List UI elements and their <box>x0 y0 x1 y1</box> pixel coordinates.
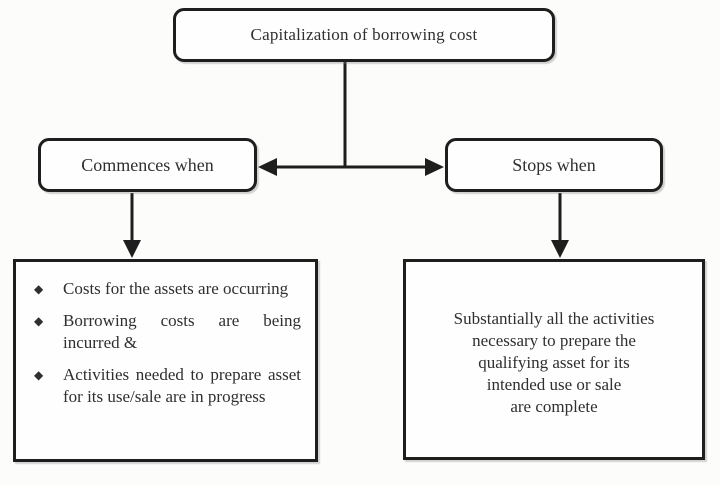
commences-when-label: Commences when <box>81 154 214 175</box>
stops-detail-line: necessary to prepare the <box>472 331 636 350</box>
bullet-text: Activities needed to prepare asset for i… <box>63 365 301 406</box>
bullet-text: Costs for the assets are occurring <box>63 279 289 298</box>
arrowhead-down-left-icon <box>123 240 141 258</box>
stops-detail-line: intended use or sale <box>486 375 622 394</box>
diamond-bullet-icon: ◆ <box>34 314 44 328</box>
arrowhead-right-icon <box>425 158 444 176</box>
list-item: ◆ Borrowing costs are being incurred & <box>34 310 301 354</box>
commences-detail-box: ◆ Costs for the assets are occurring ◆ B… <box>13 259 318 462</box>
stops-detail-box: Substantially all the activities necessa… <box>403 259 705 460</box>
arrowhead-left-icon <box>258 158 277 176</box>
diamond-bullet-icon: ◆ <box>34 282 44 296</box>
stops-when-label: Stops when <box>512 154 596 175</box>
list-item: ◆ Costs for the assets are occurring <box>34 278 301 300</box>
stops-detail-line: are complete <box>510 397 598 416</box>
list-item: ◆ Activities needed to prepare asset for… <box>34 364 301 408</box>
arrowhead-down-right-icon <box>551 240 569 258</box>
stops-detail-line: Substantially all the activities <box>453 309 655 328</box>
title-box-label: Capitalization of borrowing cost <box>250 25 478 44</box>
stops-detail-line: qualifying asset for its <box>478 353 630 372</box>
commences-when-box: Commences when <box>38 138 257 192</box>
title-box: Capitalization of borrowing cost <box>173 8 555 62</box>
diamond-bullet-icon: ◆ <box>34 368 44 382</box>
stops-when-box: Stops when <box>445 138 663 192</box>
bullet-text: Borrowing costs are being incurred & <box>63 311 301 352</box>
